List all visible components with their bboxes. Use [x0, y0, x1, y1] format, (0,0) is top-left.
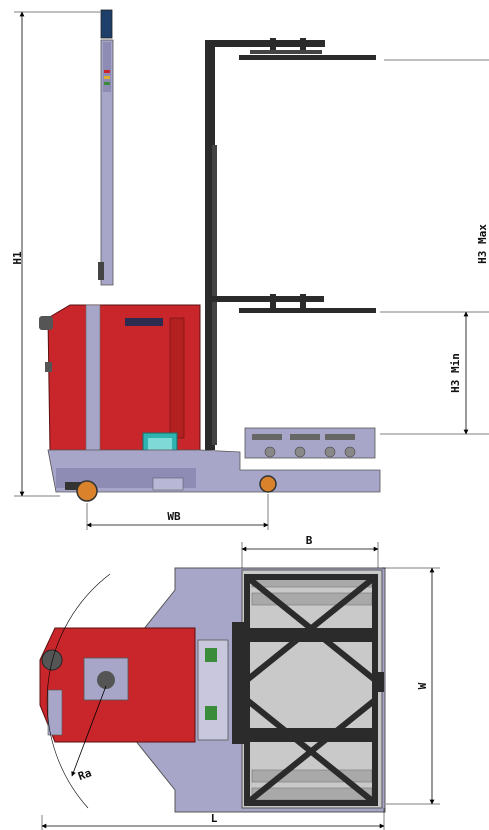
- label-h3-max: H3 Max: [476, 224, 489, 264]
- label-h1: H1: [11, 251, 24, 265]
- label-ra: Ra: [76, 766, 93, 783]
- fork-upper: [239, 55, 376, 60]
- sensor-pole: [100, 39, 114, 286]
- roller-bed: [244, 427, 376, 459]
- side-view: [39, 9, 381, 502]
- label-b: B: [306, 534, 313, 547]
- pole-beacon: [100, 9, 113, 39]
- dimension-lines: [14, 11, 489, 830]
- top-view: [39, 567, 386, 813]
- label-h3-min: H3 Min: [449, 353, 462, 393]
- load-wheel: [259, 475, 277, 493]
- label-wb: WB: [167, 510, 181, 523]
- label-w: W: [416, 682, 429, 689]
- fork-lower: [239, 308, 376, 313]
- drive-wheel: [76, 480, 98, 502]
- label-l: L: [211, 812, 218, 825]
- mast: [205, 40, 215, 450]
